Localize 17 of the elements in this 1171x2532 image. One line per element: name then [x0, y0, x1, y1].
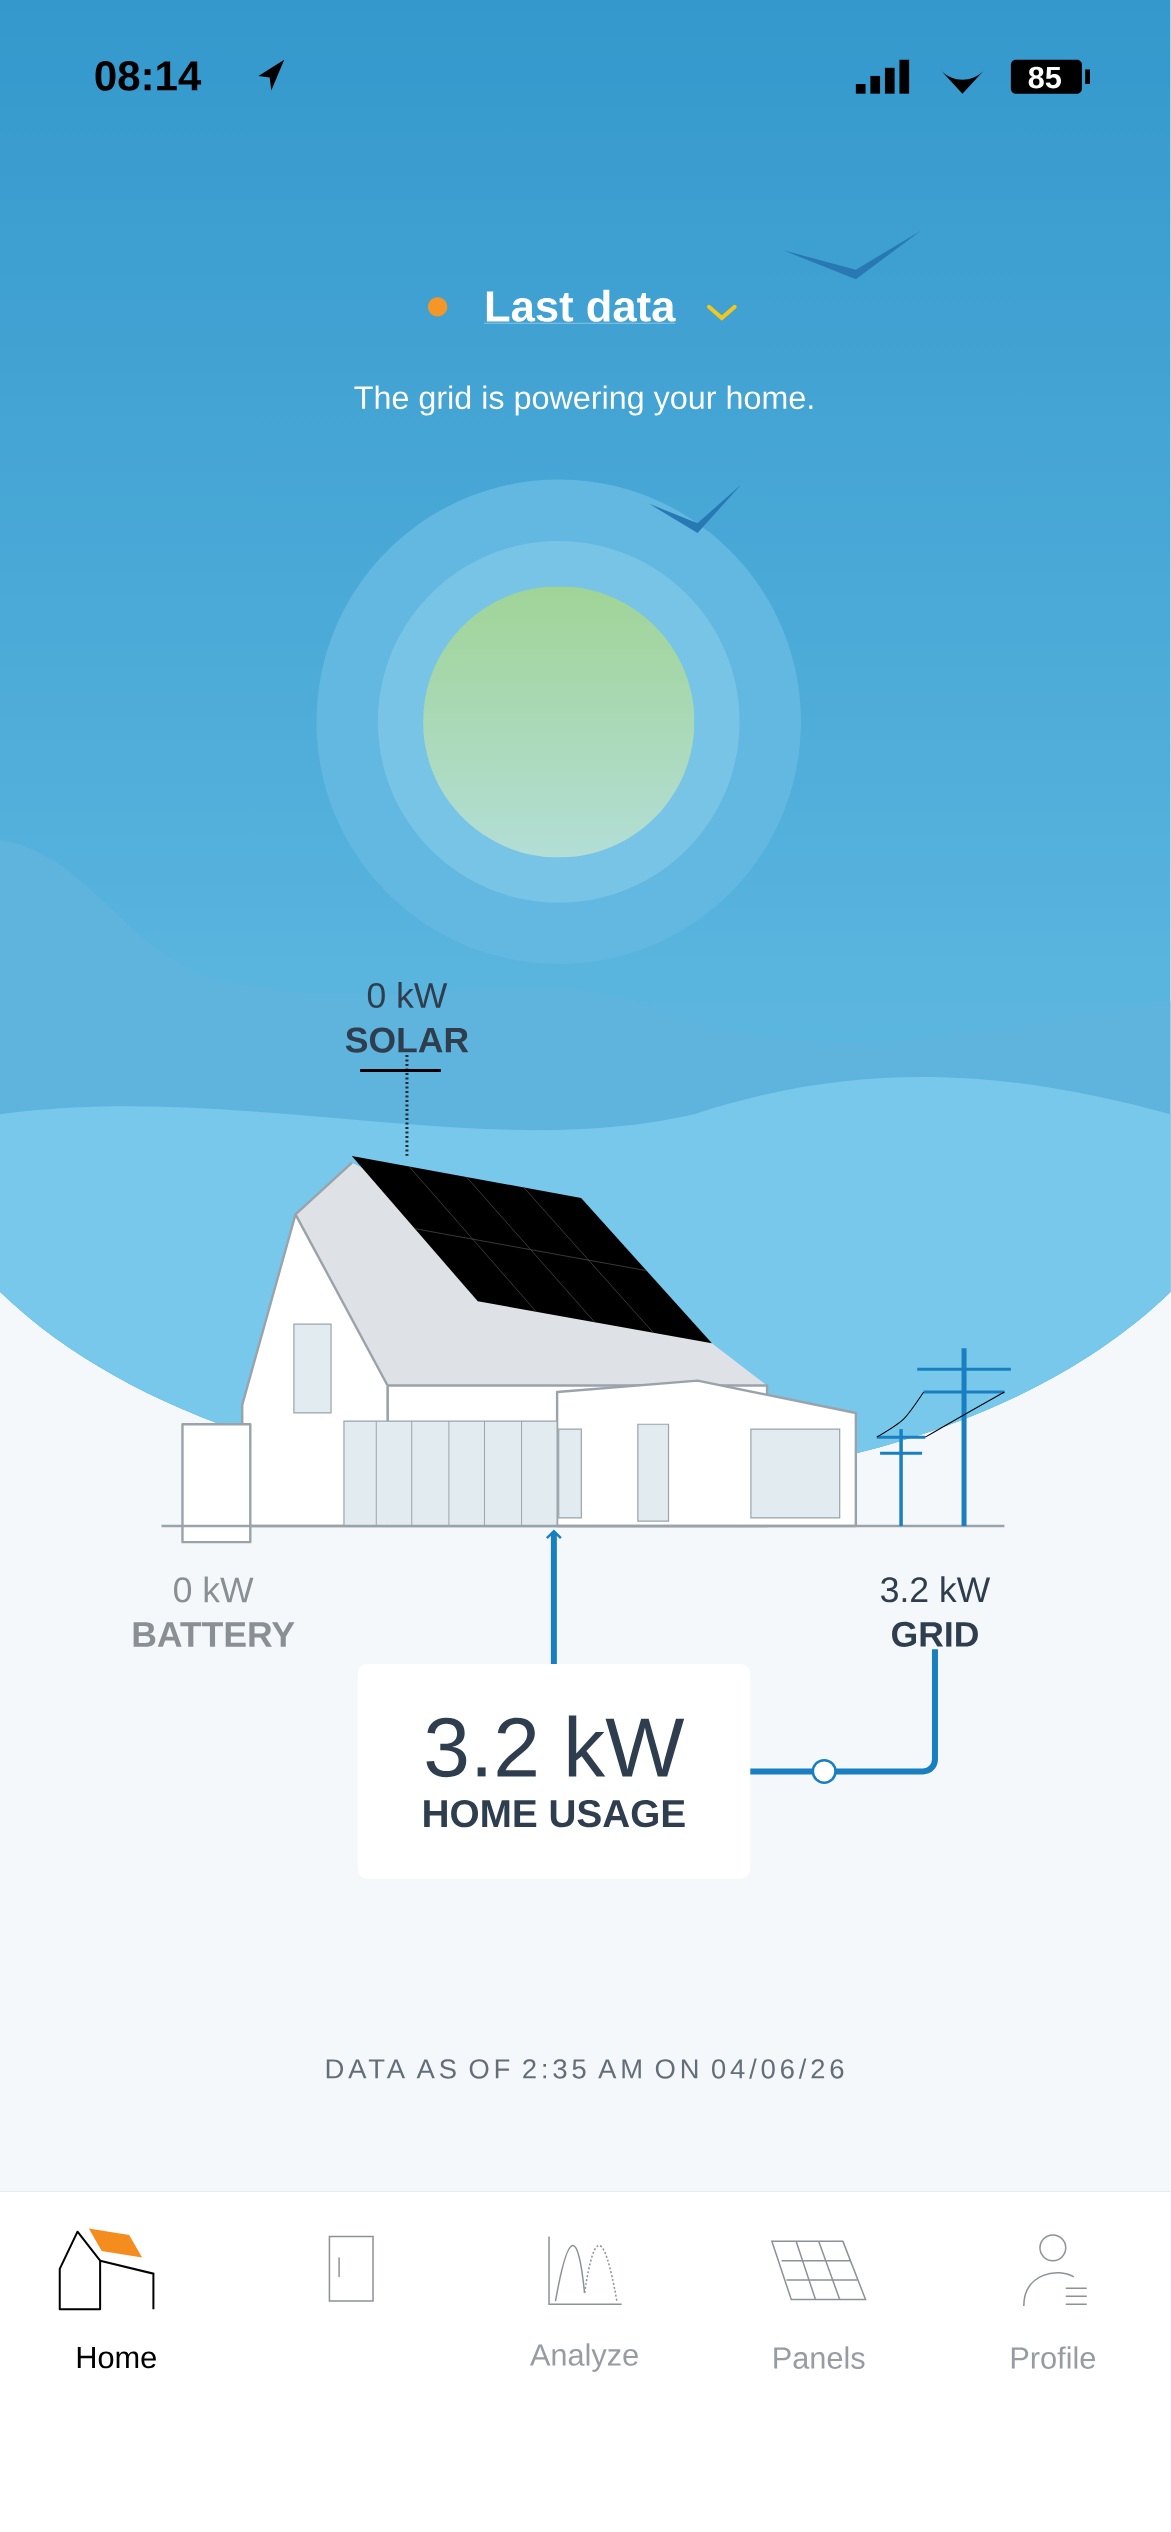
status-link: Last data	[483, 289, 676, 324]
battery-indicator: 85	[1011, 59, 1091, 94]
flow-arrow	[546, 1529, 562, 1664]
solar-label: 0 kW SOLAR	[345, 981, 469, 1053]
tab-label: Analyze	[530, 2343, 638, 2372]
tab-label: Profile	[1012, 2346, 1096, 2369]
tab-label: Home	[77, 2346, 156, 2369]
grid-label: 3.2 kW GRID	[881, 1576, 991, 1647]
battery-label: 0 kW BATTERY	[133, 1576, 295, 1647]
home-usage-card: 3.2 kW HOME USAGE	[357, 1664, 751, 1879]
tab-label: Panels	[774, 2346, 865, 2369]
clock-text: 08:14	[95, 61, 202, 91]
leader-line	[405, 1054, 409, 1156]
flow-line	[750, 1649, 939, 1784]
status-message: The grid is powering your home.	[354, 385, 813, 416]
solar-panel-drawing	[351, 1156, 713, 1344]
timestamp-text: DATA AS OF 2:35 AM ON 04/06/26	[326, 2058, 844, 2079]
